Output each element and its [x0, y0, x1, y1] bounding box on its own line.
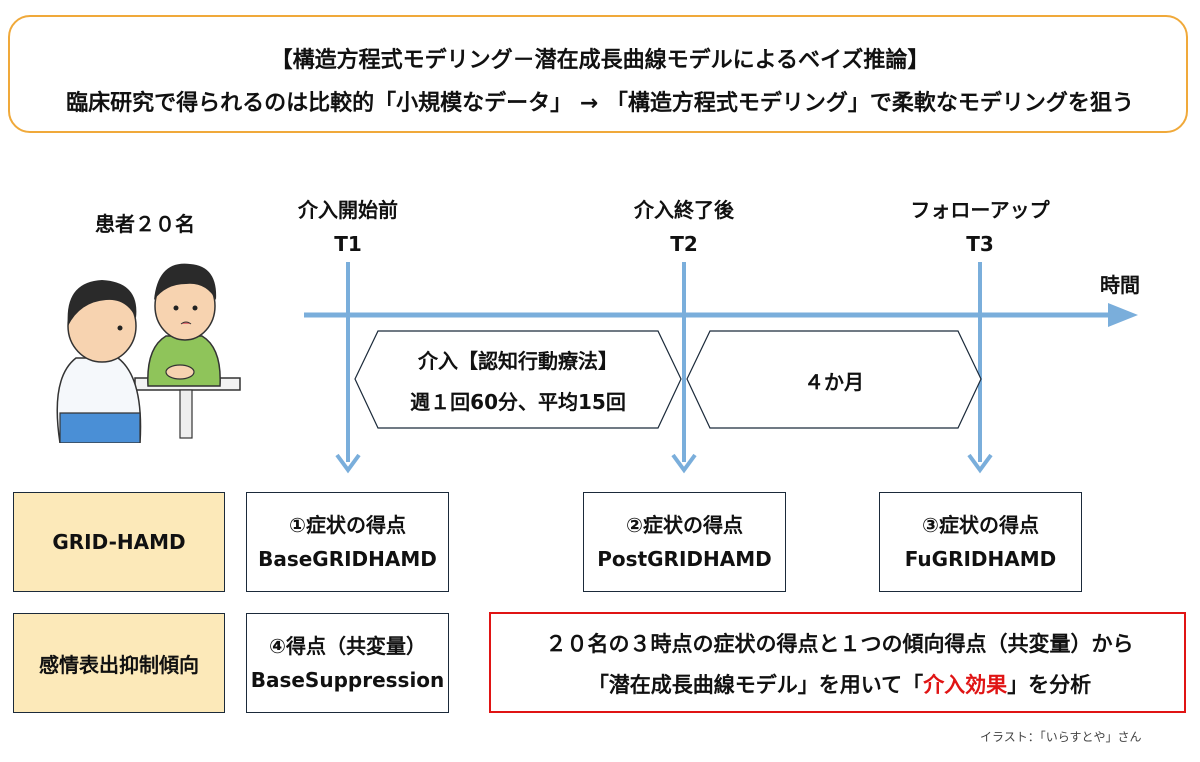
- t3-label: フォローアップ: [910, 198, 1050, 222]
- measure-box-1: ①症状の得点 BaseGRIDHAMD: [246, 492, 449, 592]
- time-axis-label: 時間: [1100, 273, 1140, 297]
- summary-highlight: 介入効果: [923, 673, 1008, 697]
- measure-box-3: ③症状の得点 FuGRIDHAMD: [879, 492, 1082, 592]
- doctor-patient-illustration: [56, 263, 241, 443]
- t3-arrowhead: [967, 453, 993, 474]
- t1-arrowhead: [335, 453, 361, 474]
- measure-box-4: ④得点（共変量） BaseSuppression: [246, 613, 449, 713]
- t1-code: T1: [334, 232, 362, 256]
- measure-box-2: ②症状の得点 PostGRIDHAMD: [583, 492, 786, 592]
- summary-line-2-pre: 「潜在成長曲線モデル」を用いて「: [587, 673, 924, 697]
- followup-period: ４か月: [804, 370, 864, 394]
- intervention-title: 介入【認知行動療法】: [418, 349, 618, 373]
- t2-label: 介入終了後: [634, 198, 734, 222]
- followup-band: [686, 330, 982, 429]
- summary-box: ２０名の３時点の症状の得点と１つの傾向得点（共変量）から 「潜在成長曲線モデル」…: [489, 612, 1186, 713]
- t2-arrowhead: [671, 453, 697, 474]
- header-title: 【構造方程式モデリング－潜在成長曲線モデルによるベイズ推論】: [270, 48, 930, 73]
- intervention-detail: 週１回60分、平均15回: [410, 390, 626, 414]
- time-axis-arrowhead: [1108, 303, 1138, 327]
- summary-line-1: ２０名の３時点の症状の得点と１つの傾向得点（共変量）から: [545, 632, 1134, 656]
- intervention-band: [354, 330, 682, 429]
- patients-label: 患者２０名: [95, 212, 195, 236]
- illustration-credit: イラスト：「いらすとや」さん: [980, 730, 1142, 744]
- header-subtitle: 臨床研究で得られるのは比較的「小規模なデータ」 → 「構造方程式モデリング」で柔…: [66, 91, 1134, 116]
- measure-3-var: FuGRIDHAMD: [904, 547, 1057, 571]
- row-header-grid-hamd: GRID-HAMD: [13, 492, 225, 592]
- t1-label: 介入開始前: [298, 198, 398, 222]
- measure-1-title: ①症状の得点: [289, 513, 406, 537]
- summary-line-2: 「潜在成長曲線モデル」を用いて「介入効果」を分析: [491, 669, 1188, 699]
- row-header-suppression: 感情表出抑制傾向: [13, 613, 225, 713]
- measure-2-title: ②症状の得点: [626, 513, 743, 537]
- measure-2-var: PostGRIDHAMD: [597, 547, 772, 571]
- t3-code: T3: [966, 232, 994, 256]
- summary-line-2-post: 」を分析: [1007, 673, 1092, 697]
- t2-code: T2: [670, 232, 698, 256]
- measure-3-title: ③症状の得点: [922, 513, 1039, 537]
- header-box: [8, 15, 1188, 133]
- measure-1-var: BaseGRIDHAMD: [258, 547, 437, 571]
- measure-4-title: ④得点（共変量）: [269, 634, 426, 658]
- measure-4-var: BaseSuppression: [250, 668, 445, 692]
